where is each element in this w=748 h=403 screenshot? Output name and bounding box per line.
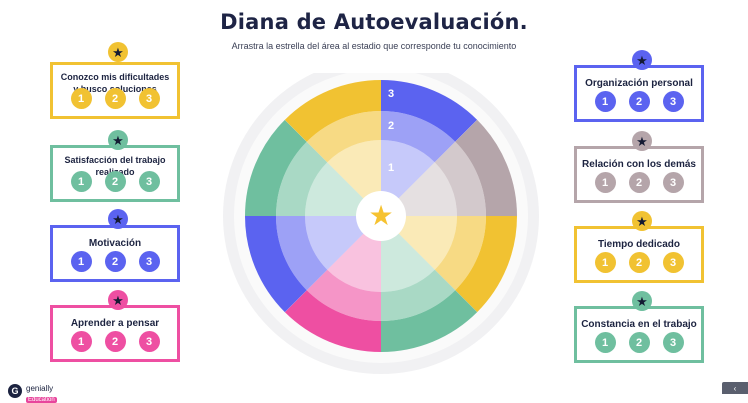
- draggable-star-icon[interactable]: ★: [632, 131, 652, 151]
- area-card-label: Constancia en el trabajo: [581, 319, 697, 330]
- area-card-label: Motivación: [88, 238, 142, 249]
- level-button[interactable]: 1: [70, 331, 92, 352]
- page-subtitle: Arrastra la estrella del área al estadio…: [231, 41, 517, 51]
- level-button[interactable]: 1: [70, 88, 92, 109]
- genially-logo[interactable]: G genially Education: [8, 378, 57, 403]
- target-center: [356, 191, 406, 241]
- area-card-label: Organización personal: [585, 78, 693, 89]
- draggable-star-icon[interactable]: ★: [108, 42, 128, 62]
- level-button[interactable]: 2: [628, 91, 650, 112]
- logo-badge: Education: [26, 397, 57, 403]
- level-button[interactable]: 1: [594, 172, 616, 193]
- ring-level-label: 3: [388, 88, 394, 100]
- level-button[interactable]: 2: [628, 332, 650, 353]
- level-button[interactable]: 2: [104, 331, 126, 352]
- area-card-label: Tiempo dedicado: [597, 239, 681, 250]
- level-button[interactable]: 3: [138, 88, 160, 109]
- level-button[interactable]: 3: [138, 171, 160, 192]
- level-button[interactable]: 1: [594, 91, 616, 112]
- level-button[interactable]: 2: [628, 172, 650, 193]
- draggable-star-icon[interactable]: ★: [108, 130, 128, 150]
- share-icon[interactable]: ‹: [722, 382, 748, 394]
- level-button[interactable]: 2: [104, 88, 126, 109]
- center-star-icon: ★: [368, 200, 393, 231]
- ring-level-label: 1: [388, 162, 394, 174]
- genially-logo-icon: G: [8, 383, 22, 398]
- draggable-star-icon[interactable]: ★: [108, 209, 128, 229]
- level-button[interactable]: 2: [628, 252, 650, 273]
- level-button[interactable]: 3: [138, 331, 160, 352]
- self-evaluation-target[interactable]: ★ 3 2 1: [223, 73, 539, 389]
- level-button[interactable]: 1: [70, 171, 92, 192]
- draggable-star-icon[interactable]: ★: [108, 290, 128, 310]
- level-button[interactable]: 1: [594, 332, 616, 353]
- area-card-label: Relación con los demás: [582, 159, 696, 170]
- area-card-label: Aprender a pensar: [70, 318, 160, 329]
- logo-text: genially: [26, 384, 54, 393]
- page-title: Diana de Autoevaluación.: [220, 10, 528, 34]
- area-card: Conozco mis dificultades y busco solucio…: [50, 62, 180, 119]
- level-button[interactable]: 3: [138, 251, 160, 272]
- level-button[interactable]: 1: [70, 251, 92, 272]
- level-button[interactable]: 3: [662, 332, 684, 353]
- area-card: Satisfacción del trabajo realizado123: [50, 145, 180, 202]
- level-button[interactable]: 2: [104, 171, 126, 192]
- draggable-star-icon[interactable]: ★: [632, 291, 652, 311]
- level-button[interactable]: 1: [594, 252, 616, 273]
- level-button[interactable]: 3: [662, 252, 684, 273]
- draggable-star-icon[interactable]: ★: [632, 50, 652, 70]
- level-button[interactable]: 3: [662, 172, 684, 193]
- ring-level-label: 2: [388, 120, 394, 132]
- level-button[interactable]: 3: [662, 91, 684, 112]
- draggable-star-icon[interactable]: ★: [632, 211, 652, 231]
- level-button[interactable]: 2: [104, 251, 126, 272]
